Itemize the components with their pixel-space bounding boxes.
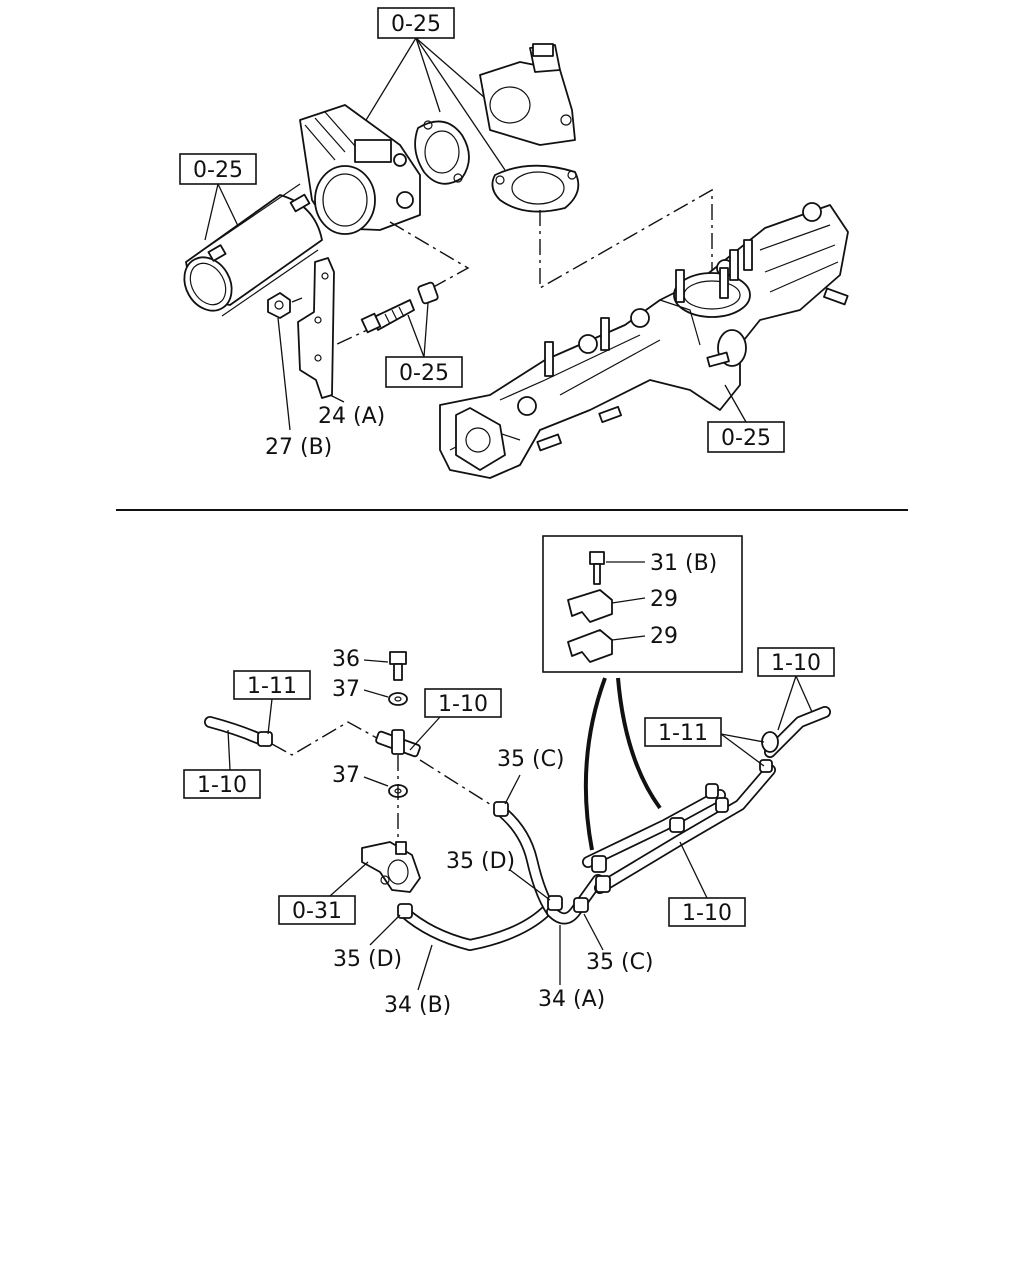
bolt-36: 36	[332, 647, 407, 681]
callout-24a: 24 (A)	[318, 394, 385, 429]
assembly-line-tee	[271, 721, 385, 756]
callout-label: 35 (D)	[446, 849, 515, 874]
ref-box-1-11-left: 1-11	[233, 670, 311, 735]
pipe-end-right	[759, 706, 831, 773]
ref-box-1-11-right: 1-11	[644, 717, 765, 767]
callout-37-upper: 37	[332, 677, 360, 702]
callout-29-upper: 29	[650, 587, 678, 612]
gasket-2	[491, 164, 580, 213]
callout-label: 27 (B)	[265, 435, 332, 460]
callout-37-lower: 37	[332, 763, 360, 788]
ref-box-0-25-bolt: 0-25	[385, 302, 463, 388]
callout-36: 36	[332, 647, 360, 672]
callout-label: 24 (A)	[318, 404, 385, 429]
ref-box-1-10-left: 1-10	[183, 729, 261, 799]
gasket-1	[414, 120, 470, 185]
ref-label: 1-10	[197, 773, 247, 798]
ref-box-0-25-top: 0-25	[377, 7, 455, 39]
spacer-collar	[417, 281, 439, 305]
ref-box-1-10-bottomright: 1-10	[668, 841, 746, 927]
hose-34a	[546, 874, 604, 925]
callout-35c-upper: 35 (C)	[497, 747, 565, 805]
callout-29-lower: 29	[650, 624, 678, 649]
nut-27b	[267, 292, 303, 319]
ref-label: 1-11	[247, 674, 297, 699]
assembly-line-tee-right	[419, 759, 497, 809]
callout-27b: 27 (B)	[265, 317, 332, 460]
ref-box-1-10-tee: 1-10	[409, 688, 502, 751]
callout-31b: 31 (B)	[650, 551, 717, 576]
callout-34a: 34 (A)	[538, 925, 605, 1012]
callout-35d-left: 35 (D)	[333, 914, 402, 972]
tee-fitting	[375, 729, 421, 758]
ref-label: 0-31	[292, 899, 342, 924]
ref-label: 0-25	[193, 158, 243, 183]
intake-manifold	[439, 202, 849, 479]
ref-label: 0-25	[391, 12, 441, 37]
ref-box-0-25-left-leaders	[204, 183, 239, 241]
ref-label: 1-10	[438, 692, 488, 717]
callout-label: 35 (D)	[333, 947, 402, 972]
throttle-body	[299, 104, 421, 235]
callout-35c-lower: 35 (C)	[583, 913, 654, 975]
ref-box-0-25-left: 0-25	[179, 153, 257, 185]
water-outlet-housing	[361, 841, 421, 893]
ref-label: 1-11	[658, 721, 708, 746]
intake-duct	[183, 183, 323, 317]
callout-35d-right: 35 (D)	[446, 849, 551, 901]
callout-34b: 34 (B)	[384, 944, 451, 1018]
bolt-with-washer	[360, 299, 415, 334]
manifold-studs	[536, 239, 849, 452]
ref-box-0-25-top-leaders	[359, 37, 506, 171]
ref-box-0-31: 0-31	[278, 861, 369, 925]
water-pipes-1-10	[582, 764, 776, 894]
hose-34b	[397, 897, 562, 951]
callout-label: 35 (C)	[586, 950, 654, 975]
ref-label: 0-25	[399, 361, 449, 386]
small-hose-left	[204, 716, 273, 747]
callout-label: 34 (A)	[538, 987, 605, 1012]
hose-upper	[493, 801, 558, 918]
callout-label: 35 (C)	[497, 747, 565, 772]
bracket-24a	[297, 257, 335, 399]
washer-37-lower: 37	[332, 763, 408, 798]
inset-pointer	[583, 677, 662, 851]
callout-label: 34 (B)	[384, 993, 451, 1018]
ref-box-1-10-topright: 1-10	[757, 647, 835, 731]
ref-label: 1-10	[771, 651, 821, 676]
inset-clamp-detail: 31 (B) 29 29	[542, 535, 743, 673]
ref-box-0-25-manifold: 0-25	[707, 384, 785, 453]
ref-label: 0-25	[721, 426, 771, 451]
washer-37-upper: 37	[332, 677, 408, 706]
elbow-adapter	[479, 43, 576, 146]
ref-label: 1-10	[682, 901, 732, 926]
